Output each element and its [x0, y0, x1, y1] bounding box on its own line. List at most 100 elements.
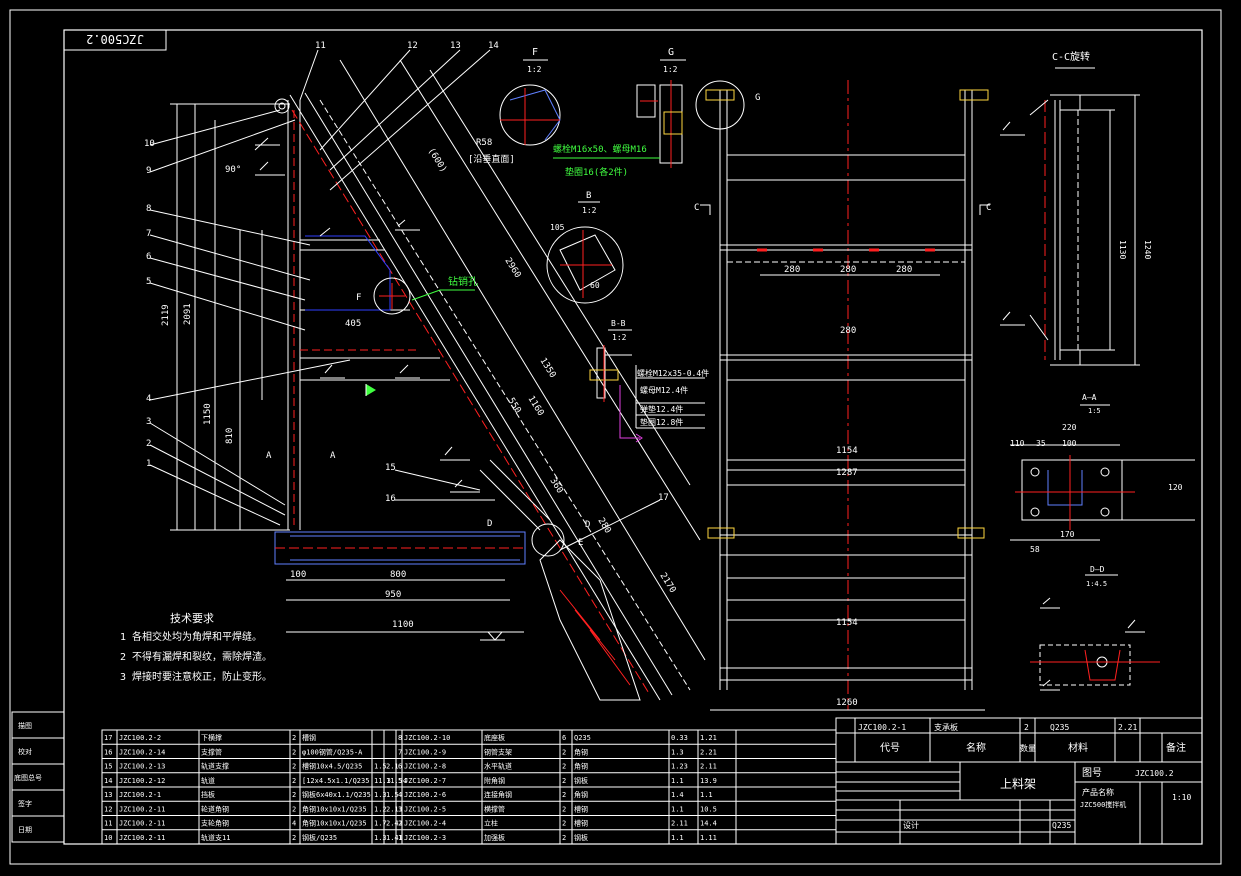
label-d2: D [585, 520, 590, 530]
dim-1130: 1130 [1118, 240, 1127, 259]
part-3: 3 [146, 417, 151, 427]
bom-cell: 角钢10x10x1/Q235 [302, 804, 367, 813]
bom-cell: 7 [398, 748, 402, 756]
bom-cell: 槽钢 [574, 804, 588, 813]
part-16: 16 [385, 494, 396, 504]
part-4: 4 [146, 394, 151, 404]
weld-symbols [254, 137, 480, 493]
bom-cell: 挡板 [201, 790, 215, 799]
bom-cell: 1.2 [374, 805, 387, 813]
drawing-code-rotated: JZC500.2 [86, 32, 144, 46]
dim-60: 60 [590, 281, 600, 290]
bom-cell: 槽钢10x4.5/Q235 [302, 762, 362, 771]
part-14: 14 [488, 41, 499, 51]
dim-1154: 1154 [836, 446, 858, 456]
view-cc-label: C-C旋转 [1052, 50, 1090, 63]
dim-220: 220 [1062, 423, 1077, 432]
bom-cell: 2 [292, 834, 296, 842]
bolt-note-bb-4: 垫圈12.8件 [640, 417, 683, 427]
bom-cell: 钢板 [574, 833, 588, 842]
dim-810: 810 [225, 428, 235, 444]
bom-cell: JZC100.2-2 [119, 734, 161, 742]
detail-g [636, 59, 686, 168]
tb-header-material: 材料 [1068, 741, 1088, 754]
bom-cell: JZC100.2-11 [119, 820, 165, 828]
tb-top-1: JZC100.2-1 [858, 723, 906, 732]
side-view [149, 49, 706, 701]
bolt-note-bb-3: 弹垫12.4件 [640, 404, 683, 414]
part-9: 9 [146, 166, 151, 176]
bom-cell: 2.1 [386, 763, 399, 771]
bom-cell: 4 [398, 791, 402, 799]
bom-cell: 2 [562, 791, 566, 799]
bom-cell: 8 [398, 734, 402, 742]
bom-cell: 13 [104, 791, 112, 799]
part-13: 13 [450, 41, 461, 51]
bom-cell: 2 [292, 791, 296, 799]
bom-cell: JZC100.2-5 [404, 805, 446, 813]
bom-cell: 15 [104, 763, 112, 771]
bom-cell: 1.21 [700, 734, 717, 742]
bom-cell: 12 [104, 805, 112, 813]
bom-cell: JZC100.2-4 [404, 820, 446, 828]
bom-cell: 角钢 [574, 762, 588, 771]
section-c-right: C [986, 203, 991, 213]
bom-cell: JZC100.2-3 [404, 834, 446, 842]
bom-cell: 钢板6x40x1.1/Q235 [302, 790, 371, 799]
bom-cell: 2 [292, 734, 296, 742]
view-aa-label: A—A [1082, 393, 1097, 402]
dim-2119: 2119 [161, 304, 171, 326]
detail-cc [1000, 67, 1140, 366]
view-aa-scale: 1:5 [1088, 407, 1101, 415]
bom-cell: 钢板 [574, 776, 588, 785]
bom-cell: 2 [562, 777, 566, 785]
dim-1154b: 1154 [836, 618, 858, 628]
dim-1260: 1260 [836, 698, 858, 708]
part-5: 5 [146, 277, 151, 287]
note-line-3: 3 焊接时要注意校正，防止变形。 [120, 670, 272, 683]
tb-product-code: JZC500搅拌机 [1080, 800, 1126, 809]
bom-cell: 16 [104, 748, 112, 756]
bom-cell: 槽钢 [302, 733, 316, 742]
part-17: 17 [658, 493, 669, 503]
bom-cell: 2.11 [671, 820, 688, 828]
part-10: 10 [144, 139, 155, 149]
bom-cell: 11 [104, 820, 112, 828]
section-c-left: C [694, 203, 699, 213]
bolt-note-bb-1: 螺栓M12x35-0.4件 [637, 368, 709, 378]
dim-1150: 1150 [203, 403, 213, 425]
bom-cell: Q235 [574, 734, 591, 742]
bom-cell: JZC100.2-14 [119, 748, 165, 756]
detail-bb [589, 329, 632, 402]
bom-cell: 3 [398, 805, 402, 813]
tb-top-3: 2 [1024, 723, 1029, 732]
detail-f [499, 59, 561, 146]
bom-cell: 2 [398, 820, 402, 828]
bom-cell: 2 [292, 763, 296, 771]
tb-top-2: 支承板 [934, 722, 958, 732]
label-a2: A [330, 451, 336, 461]
tb-header-remark: 备注 [1166, 741, 1186, 754]
bom-cell: 2.41 [386, 820, 403, 828]
part-12: 12 [407, 41, 418, 51]
part-11: 11 [315, 41, 326, 51]
tb-header-code: 代号 [880, 742, 900, 754]
bom-cell: 1.23 [671, 763, 688, 771]
dim-280-d: 280 [840, 326, 856, 336]
bom-cell: 轨道支11 [201, 833, 230, 842]
bom-cell: 2.11 [700, 763, 717, 771]
bom-cell: 加强板 [484, 833, 505, 842]
detail-dd [1030, 574, 1160, 691]
stamp-label-5: 日期 [18, 826, 32, 834]
dim-950: 950 [385, 590, 401, 600]
bom-cell: 2 [292, 777, 296, 785]
dim-58: 58 [1030, 545, 1040, 554]
bom-cell: 4 [292, 820, 296, 828]
dim-280-a: 280 [784, 265, 800, 275]
stamp-label-3: 底图总号 [14, 773, 42, 782]
bom-cell: 2 [562, 834, 566, 842]
bom-cell: 2 [562, 748, 566, 756]
bom-cell: 2 [292, 805, 296, 813]
bom-cell: JZC100.2-1 [119, 791, 161, 799]
bolt-note-g-1: 螺栓M16x50、螺母M16 [553, 143, 647, 155]
